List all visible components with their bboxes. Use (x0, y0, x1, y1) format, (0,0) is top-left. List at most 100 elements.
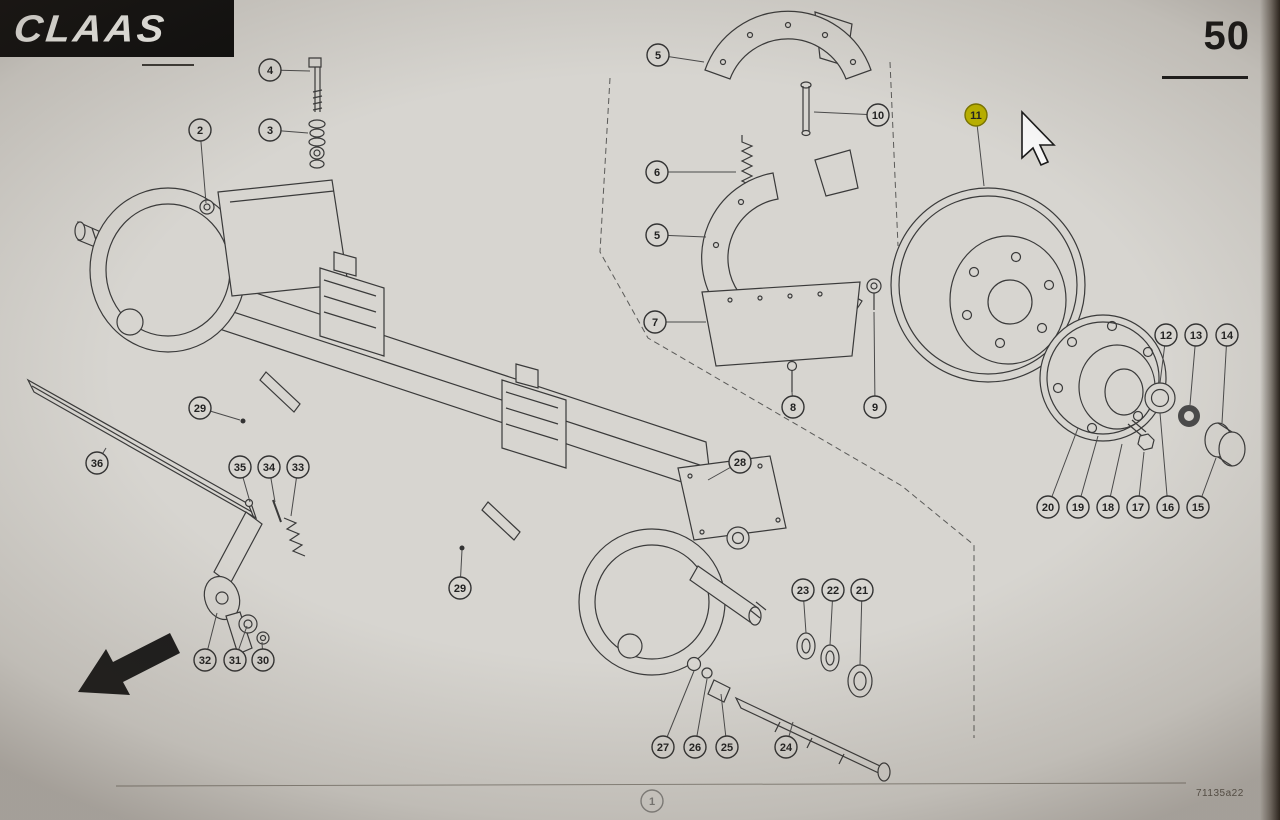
mouse-cursor (1021, 110, 1056, 167)
part-callout-13[interactable]: 13 (1184, 323, 1208, 406)
dashed-boundary (599, 61, 975, 738)
part-callout-10[interactable]: 10 (813, 103, 890, 127)
page-number-rule (1162, 76, 1248, 79)
part-callout-5[interactable]: 5 (646, 43, 705, 67)
svg-text:22: 22 (827, 585, 839, 597)
svg-text:32: 32 (199, 655, 211, 667)
svg-text:24: 24 (780, 742, 793, 754)
part-callout-1[interactable]: 1 (640, 789, 664, 813)
anchor-bolt (786, 360, 798, 392)
part-callout-3[interactable]: 3 (258, 118, 309, 142)
part-callout-22[interactable]: 22 (821, 578, 845, 646)
part-callout-12[interactable]: 12 (1154, 323, 1178, 384)
cotter-pin-lower (459, 501, 521, 551)
svg-text:28: 28 (734, 457, 746, 469)
brake-lever-assembly (203, 498, 306, 655)
part-callout-8[interactable]: 8 (781, 391, 805, 419)
svg-text:29: 29 (454, 583, 466, 595)
part-callout-23[interactable]: 23 (791, 578, 815, 634)
part-callout-11[interactable]: 11 (964, 103, 988, 187)
svg-text:2: 2 (197, 125, 203, 137)
svg-text:5: 5 (654, 230, 660, 242)
part-callout-29[interactable]: 29 (448, 549, 472, 600)
part-callout-25[interactable]: 25 (715, 693, 739, 759)
brake-drum (890, 187, 1086, 383)
svg-text:9: 9 (872, 402, 878, 414)
part-callout-16[interactable]: 16 (1156, 412, 1180, 519)
svg-text:7: 7 (652, 317, 658, 329)
part-callout-36[interactable]: 36 (85, 447, 109, 475)
svg-text:23: 23 (797, 585, 809, 597)
brake-shoe-upper (704, 10, 872, 80)
direction-arrow (78, 633, 180, 695)
part-callout-35[interactable]: 35 (228, 455, 252, 503)
part-callout-18[interactable]: 18 (1096, 443, 1123, 519)
svg-text:27: 27 (657, 742, 669, 754)
wheel-hub (1039, 314, 1167, 442)
part-callout-17[interactable]: 17 (1126, 451, 1150, 519)
part-callout-19[interactable]: 19 (1066, 435, 1099, 519)
svg-text:12: 12 (1160, 330, 1172, 342)
hub-seal-washer (1178, 405, 1200, 427)
svg-text:26: 26 (689, 742, 701, 754)
hub-bearing (1144, 382, 1176, 414)
part-callout-26[interactable]: 26 (683, 678, 708, 759)
part-callout-29[interactable]: 29 (188, 396, 241, 421)
svg-text:5: 5 (655, 50, 661, 62)
svg-text:15: 15 (1192, 502, 1204, 514)
footer-rule (115, 782, 1187, 787)
washer-stack (308, 119, 326, 169)
part-callout-32[interactable]: 32 (193, 612, 218, 672)
claas-logo: CLAAS (0, 0, 234, 57)
svg-text:19: 19 (1072, 502, 1084, 514)
svg-text:31: 31 (229, 655, 241, 667)
part-callout-24[interactable]: 24 (774, 721, 798, 759)
scraper-blade (26, 378, 258, 520)
claas-logo-text: CLAAS (11, 7, 169, 50)
svg-text:4: 4 (267, 65, 274, 77)
stub-axle-assembly (578, 455, 891, 782)
left-hub-assembly (74, 179, 349, 353)
part-callout-28[interactable]: 28 (707, 450, 752, 481)
part-callout-15[interactable]: 15 (1186, 457, 1217, 519)
hub-nut (1127, 419, 1155, 451)
svg-text:36: 36 (91, 458, 103, 470)
svg-text:3: 3 (267, 125, 273, 137)
cotter-pin-upper (240, 371, 301, 424)
part-callout-21[interactable]: 21 (850, 578, 874, 666)
shoe-backing-strip (701, 281, 861, 367)
logo-underline-mark (142, 64, 194, 66)
svg-text:14: 14 (1221, 330, 1234, 342)
part-callout-34[interactable]: 34 (257, 455, 281, 503)
part-callout-2[interactable]: 2 (188, 118, 212, 204)
part-callout-4[interactable]: 4 (258, 58, 311, 82)
svg-text:29: 29 (194, 403, 206, 415)
svg-text:17: 17 (1132, 502, 1144, 514)
part-callout-5[interactable]: 5 (645, 223, 707, 247)
part-callout-20[interactable]: 20 (1036, 427, 1079, 519)
page-number: 50 (1203, 14, 1250, 58)
part-callout-31[interactable]: 31 (223, 625, 248, 672)
svg-text:21: 21 (856, 585, 868, 597)
svg-text:8: 8 (790, 402, 796, 414)
svg-text:30: 30 (257, 655, 269, 667)
part-callout-9[interactable]: 9 (863, 311, 887, 419)
svg-text:10: 10 (872, 110, 884, 122)
part-callout-14[interactable]: 14 (1215, 323, 1239, 424)
svg-text:6: 6 (654, 167, 660, 179)
part-callout-7[interactable]: 7 (643, 310, 706, 334)
drawing-number: 71135a22 (1196, 788, 1244, 799)
fastener-bolt (308, 57, 323, 112)
part-callout-30[interactable]: 30 (251, 641, 275, 672)
part-callout-6[interactable]: 6 (645, 160, 736, 184)
adjuster (866, 278, 882, 310)
beam-bracket-rear (501, 363, 567, 469)
svg-text:33: 33 (292, 462, 304, 474)
beam-bracket-front (319, 251, 385, 357)
svg-text:20: 20 (1042, 502, 1054, 514)
part-callout-27[interactable]: 27 (651, 670, 695, 759)
part-callout-33[interactable]: 33 (286, 455, 310, 517)
